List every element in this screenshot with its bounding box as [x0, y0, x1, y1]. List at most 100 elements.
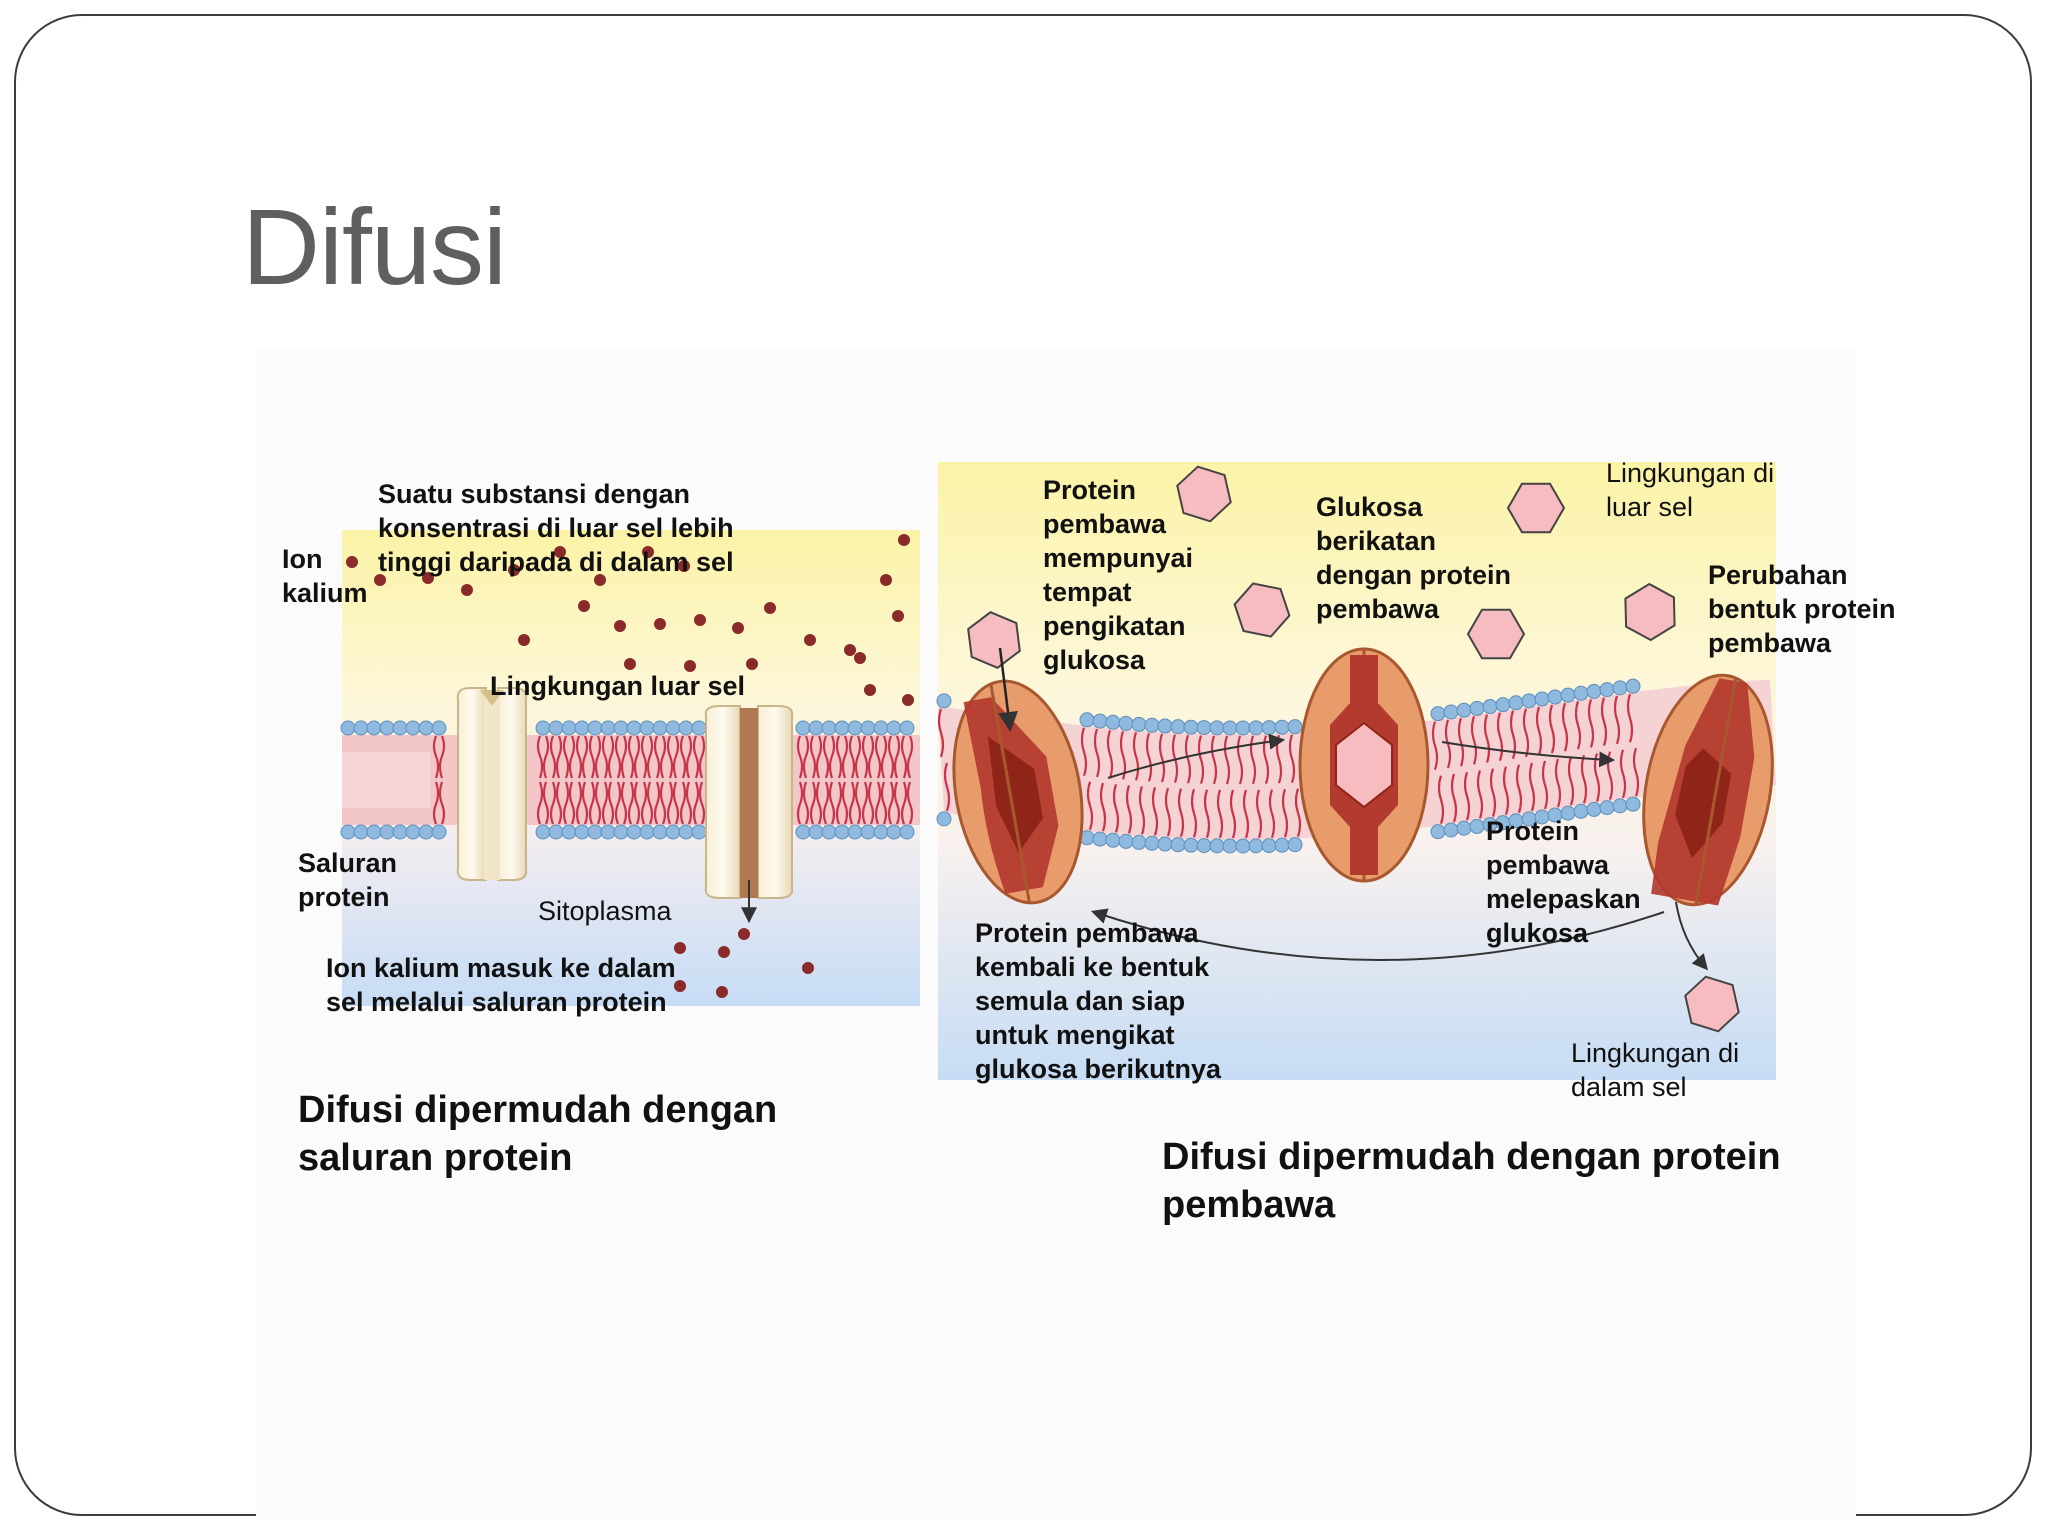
lipid-tail: [943, 762, 951, 812]
lipid-head: [574, 720, 590, 736]
lipid-head: [600, 824, 616, 840]
lipid-tail: [1515, 764, 1523, 814]
closed-channel-protein: [456, 687, 528, 881]
lipid-tail: [1145, 732, 1153, 782]
lipid-head: [626, 720, 642, 736]
lipid-head: [808, 720, 824, 736]
lipid-tail: [1587, 699, 1595, 748]
lipid-head: [1209, 838, 1225, 854]
lipid-head: [353, 720, 369, 736]
lipid-head: [587, 720, 603, 736]
lipid-tail: [861, 735, 869, 779]
lipid-tail: [1554, 758, 1562, 808]
lipid-tail: [1106, 729, 1114, 779]
lipid-head: [1144, 835, 1160, 851]
potassium-ions: [346, 534, 914, 998]
lipid-head: [1235, 838, 1251, 854]
lipid-tail: [1561, 702, 1569, 752]
lipid-head: [1209, 720, 1225, 736]
lipid-head: [1261, 838, 1277, 854]
lipid-head: [1482, 699, 1498, 715]
lipid-head: [886, 824, 902, 840]
lipid-tail: [601, 781, 609, 825]
lipid-tail: [815, 781, 823, 825]
lipid-head: [431, 824, 447, 840]
lipid-head: [1248, 720, 1264, 736]
lipid-tail: [692, 735, 700, 779]
lipid-head: [574, 824, 590, 840]
lipid-head: [886, 720, 902, 736]
arrow-binding: [998, 647, 1018, 732]
lipid-tail: [640, 735, 648, 779]
potassium-ion: [902, 694, 914, 706]
lipid-tail: [1164, 787, 1172, 837]
lipid-head: [1170, 719, 1186, 735]
lipid-head: [678, 720, 694, 736]
lipid-head: [613, 720, 629, 736]
lipid-tail: [1626, 693, 1634, 743]
lipid-tail: [1288, 734, 1296, 784]
lipid-head: [873, 824, 889, 840]
lipid-tail: [796, 781, 804, 825]
potassium-ion: [508, 564, 520, 576]
arrow-to-release: [1441, 741, 1616, 768]
lipid-head: [1157, 718, 1173, 734]
lipid-head: [821, 824, 837, 840]
lipid-tail: [653, 781, 661, 825]
lipid-tail: [906, 735, 914, 779]
lipid-tail: [698, 781, 706, 825]
glucose-molecule: [1233, 582, 1291, 638]
lipid-tail: [867, 735, 875, 779]
lipid-tail: [880, 781, 888, 825]
lipid-tail: [874, 735, 882, 779]
lipid-tail: [575, 781, 583, 825]
lipid-head: [1521, 693, 1537, 709]
potassium-ion: [718, 946, 730, 958]
lipid-tail: [549, 781, 557, 825]
lipid-tail: [1223, 735, 1231, 785]
lipid-head: [1599, 682, 1615, 698]
label-cytoplasm: Sitoplasma: [538, 896, 672, 926]
lipid-tail: [432, 781, 440, 825]
lipid-tail: [809, 735, 817, 779]
lipid-head: [1235, 720, 1251, 736]
lipid-tail: [1450, 773, 1458, 823]
lipid-head: [535, 720, 551, 736]
potassium-ion: [738, 928, 750, 940]
lipid-tail: [1431, 721, 1439, 771]
lipid-head: [1131, 716, 1147, 732]
lipid-head: [561, 824, 577, 840]
lipid-head: [795, 824, 811, 840]
lipid-tail: [1158, 733, 1166, 783]
label-ion-entry: Ion kalium masuk ke dalam sel melalui sa…: [326, 953, 676, 1017]
lipid-head: [1092, 831, 1108, 847]
lipid-head: [860, 824, 876, 840]
potassium-ion: [554, 546, 566, 558]
lipid-tail: [438, 735, 446, 779]
potassium-ion: [594, 574, 606, 586]
potassium-ion: [461, 584, 473, 596]
lipid-head: [1456, 820, 1472, 836]
lipid-head: [1196, 720, 1212, 736]
lipid-tail: [614, 735, 622, 779]
potassium-ion: [684, 660, 696, 672]
lipid-tail: [828, 735, 836, 779]
lipid-head: [795, 720, 811, 736]
lipid-head: [1443, 704, 1459, 720]
lipid-tail: [900, 781, 908, 825]
lipid-tail: [1132, 732, 1140, 781]
lipid-head: [340, 824, 356, 840]
lipid-head: [808, 824, 824, 840]
potassium-ion: [732, 622, 744, 634]
lipid-head: [1443, 822, 1459, 838]
potassium-ion: [346, 556, 358, 568]
lipid-tail: [672, 781, 680, 825]
lipid-head: [405, 824, 421, 840]
potassium-ion: [624, 658, 636, 670]
lipid-head: [860, 720, 876, 736]
glucose-molecule: [1624, 582, 1676, 642]
lipid-tail: [893, 781, 901, 825]
lipid-head: [1495, 697, 1511, 713]
lipid-head: [1118, 833, 1134, 849]
lipid-tail: [1268, 789, 1276, 838]
